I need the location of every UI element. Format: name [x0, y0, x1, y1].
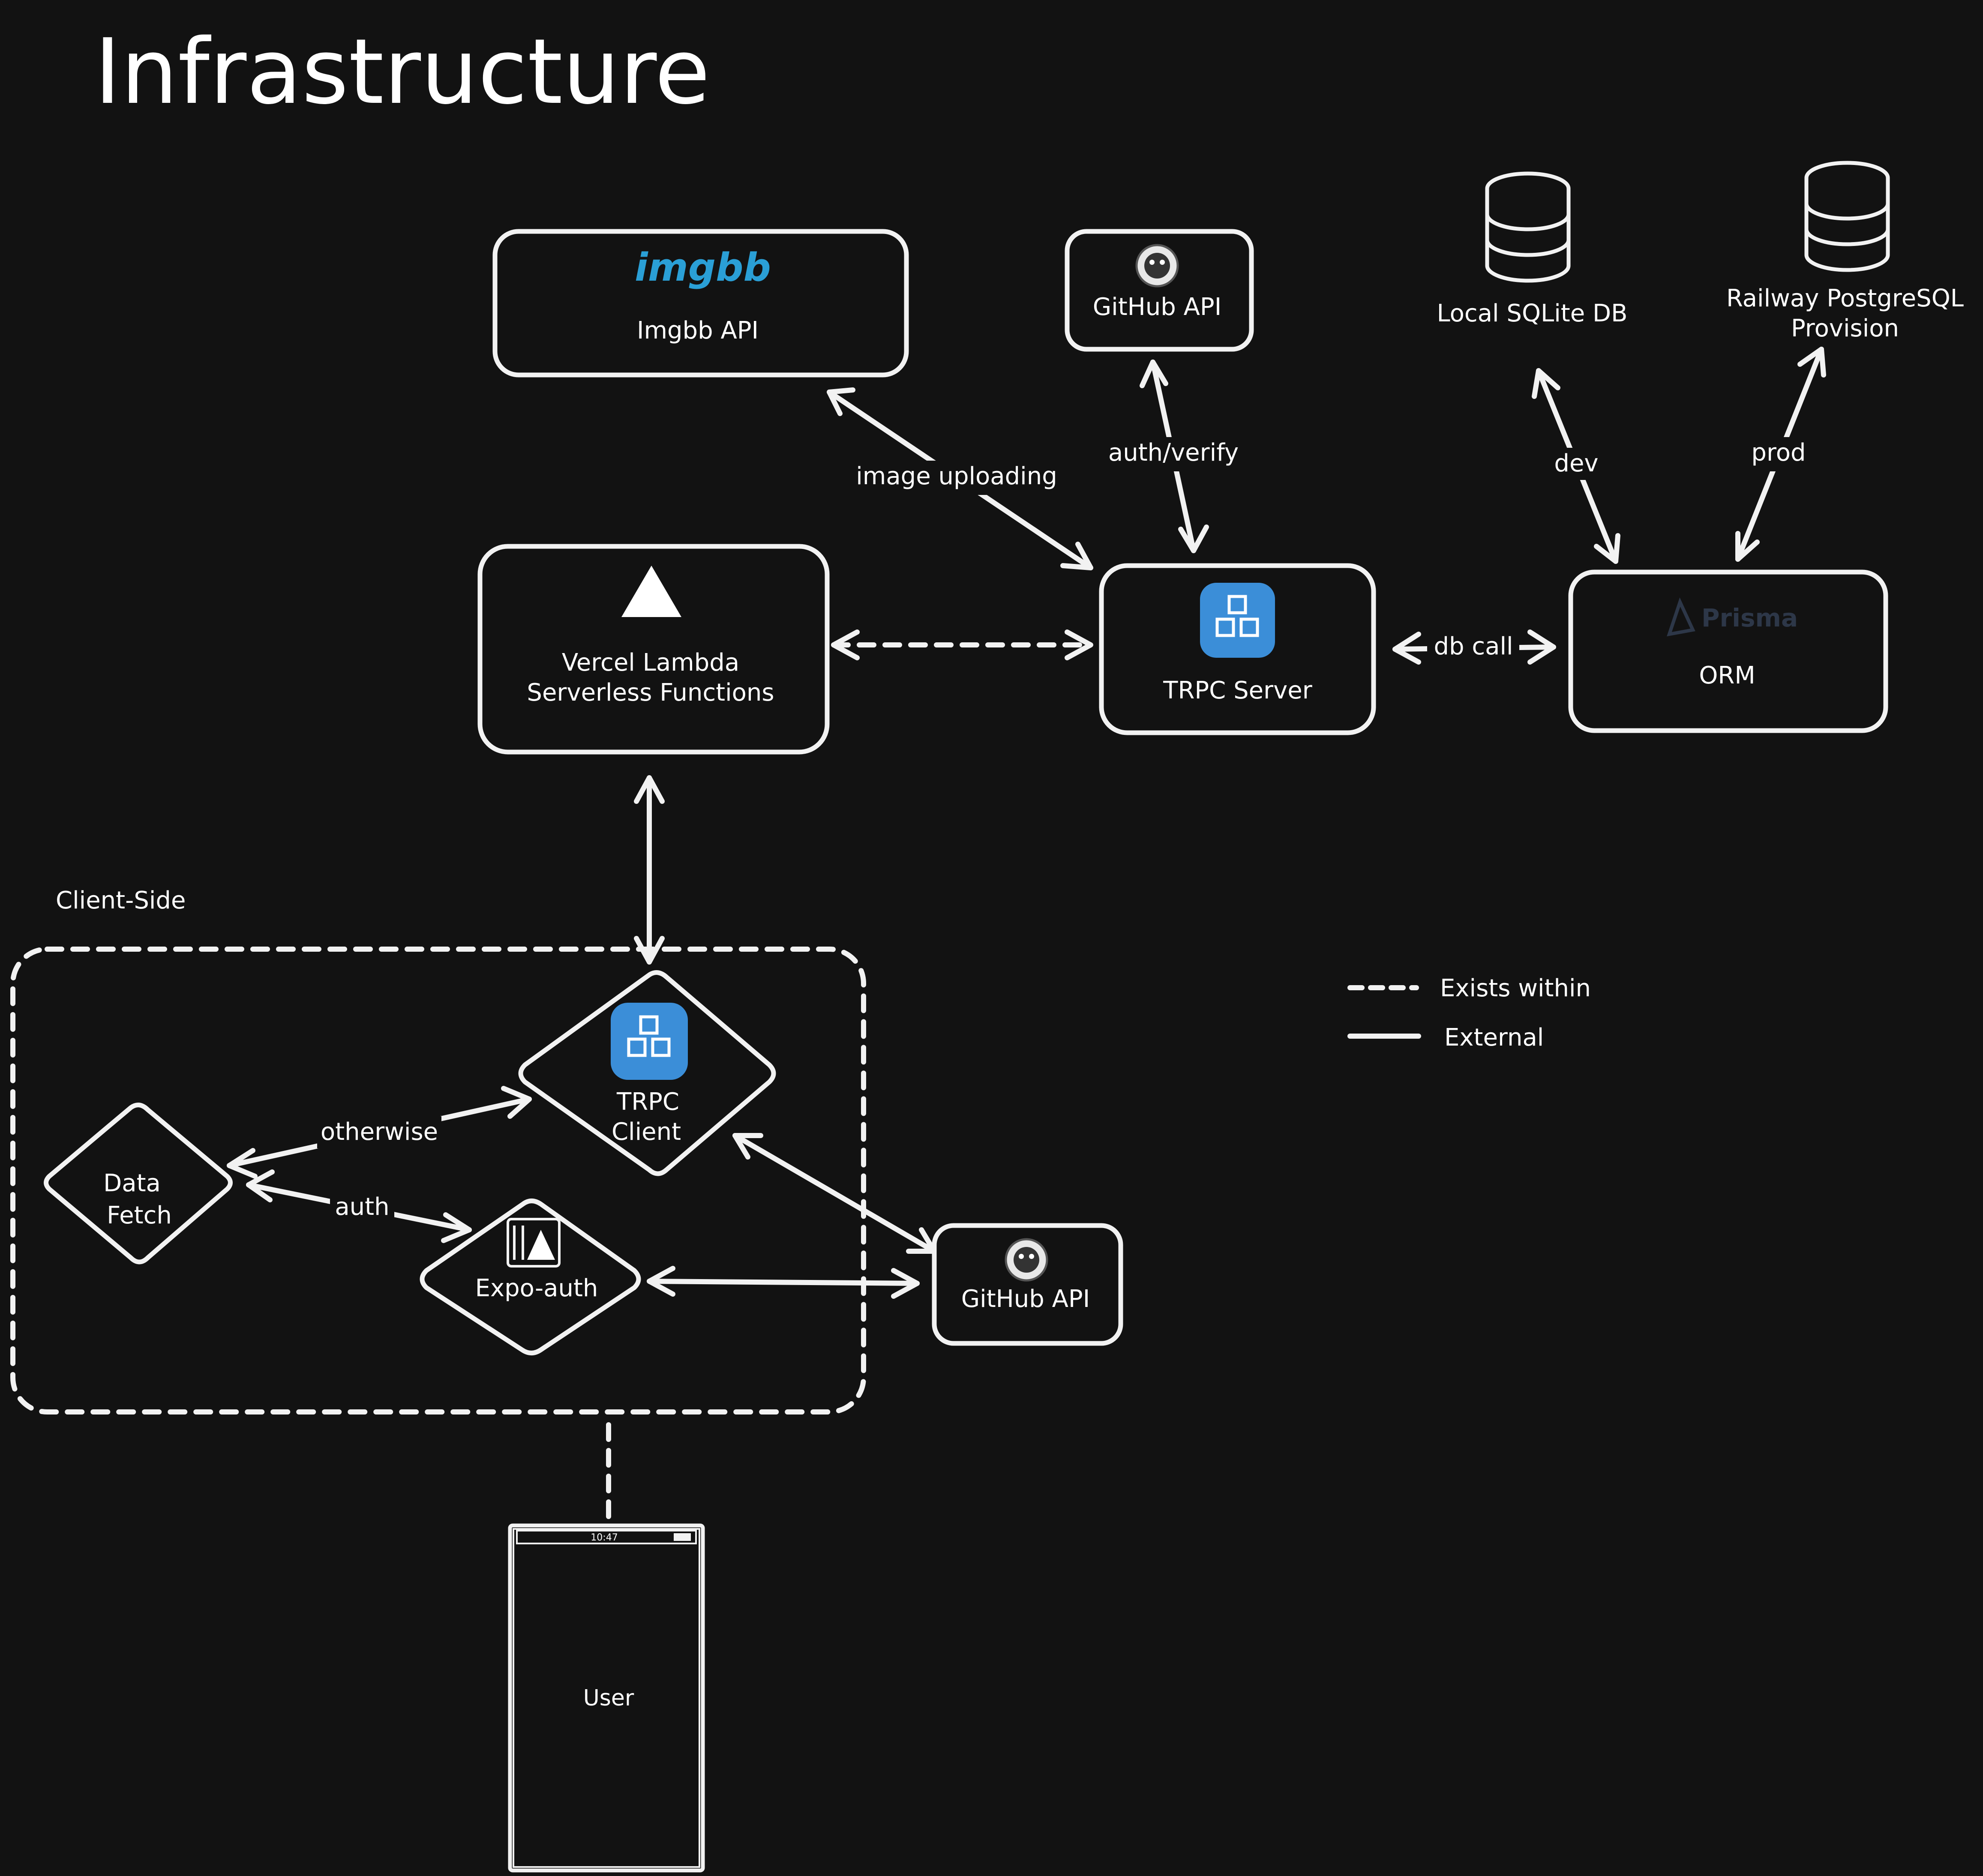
data-fetch-label-line2: Fetch — [107, 1202, 172, 1229]
node-orm[interactable]: Prisma ORM — [1568, 569, 1888, 733]
edge-trpc-client-github — [732, 1133, 937, 1254]
node-expo-auth[interactable]: Expo-auth — [420, 1199, 641, 1355]
svg-text:db call: db call — [1434, 632, 1513, 660]
github-top-label: GitHub API — [1093, 293, 1221, 321]
svg-text:prod: prod — [1751, 439, 1806, 467]
edge-label-dev: dev — [1551, 448, 1603, 480]
user-label: User — [583, 1685, 634, 1711]
node-vercel-lambda[interactable]: Vercel Lambda Serverless Functions — [477, 544, 830, 755]
postgres-label-line1: Railway PostgreSQL — [1726, 285, 1964, 312]
vercel-label-line1: Vercel Lambda — [562, 649, 739, 677]
edge-label-prod: prod — [1749, 437, 1809, 471]
expo-icon — [507, 1218, 561, 1268]
edge-label-otherwise: otherwise — [317, 1116, 441, 1148]
node-trpc-server[interactable]: TRPC Server — [1099, 563, 1376, 735]
edge-label-auth: auth — [330, 1191, 394, 1223]
trpc-icon — [611, 1003, 688, 1080]
imgbb-logo: imgbb — [635, 245, 771, 290]
postgres-label-line2: Provision — [1791, 315, 1899, 342]
legend: Exists within External — [1347, 974, 1591, 1052]
vercel-label-line2: Serverless Functions — [527, 679, 774, 707]
node-imgbb-api[interactable]: imgbb Imgbb API — [492, 229, 909, 378]
svg-text:auth/verify: auth/verify — [1108, 439, 1239, 467]
svg-text:image uploading: image uploading — [856, 462, 1057, 490]
edge-vercel-trpc-server — [831, 629, 1093, 660]
trpc-client-label-line2: Client — [612, 1118, 681, 1146]
edge-vercel-trpc-client — [634, 775, 665, 965]
client-side-label: Client-Side — [56, 887, 186, 914]
trpc-icon — [1200, 583, 1275, 658]
orm-label: ORM — [1699, 662, 1755, 689]
client-side-group: Client-Side — [10, 887, 866, 1414]
database-icon — [1804, 161, 1890, 272]
node-local-sqlite-db[interactable]: Local SQLite DB — [1437, 171, 1628, 327]
database-icon — [1485, 171, 1571, 283]
trpc-client-label-line1: TRPC — [616, 1088, 679, 1116]
diagram-title: Infrastructure — [94, 19, 710, 124]
github-icon — [1135, 244, 1179, 288]
edge-label-image-uploading: image uploading — [856, 461, 1057, 495]
legend-solid-label: External — [1444, 1024, 1544, 1052]
prisma-wordmark: Prisma — [1701, 603, 1798, 632]
edge-label-db-call: db call — [1427, 632, 1519, 662]
node-github-api-bottom[interactable]: GitHub API — [932, 1223, 1123, 1346]
svg-text:otherwise: otherwise — [321, 1118, 438, 1146]
expo-auth-label: Expo-auth — [475, 1274, 598, 1302]
prisma-logo: Prisma — [1667, 597, 1798, 637]
sqlite-label: Local SQLite DB — [1437, 300, 1627, 327]
node-github-api-top[interactable]: GitHub API — [1065, 229, 1254, 352]
legend-dashed-label: Exists within — [1440, 974, 1591, 1002]
vercel-triangle-icon — [621, 566, 681, 617]
phone-status-bar — [516, 1530, 697, 1544]
github-bottom-label: GitHub API — [961, 1285, 1090, 1313]
client-side-boundary — [10, 947, 866, 1414]
node-data-fetch[interactable]: Data Fetch — [44, 1103, 233, 1265]
imgbb-label: Imgbb API — [637, 317, 759, 345]
github-icon — [1005, 1238, 1048, 1282]
data-fetch-label-line1: Data — [103, 1169, 161, 1197]
trpc-server-label: TRPC Server — [1163, 677, 1312, 704]
svg-text:dev: dev — [1554, 450, 1598, 477]
battery-icon — [674, 1533, 691, 1541]
node-trpc-client[interactable]: TRPC Client — [518, 970, 776, 1176]
svg-text:auth: auth — [335, 1193, 389, 1221]
node-user-phone[interactable]: 10:47 User — [508, 1523, 705, 1873]
node-railway-postgres[interactable]: Railway PostgreSQL Provision — [1726, 161, 1964, 342]
edge-label-auth-verify: auth/verify — [1101, 437, 1245, 471]
edge-expo-github — [647, 1266, 920, 1299]
phone-status-time: 10:47 — [591, 1532, 618, 1543]
